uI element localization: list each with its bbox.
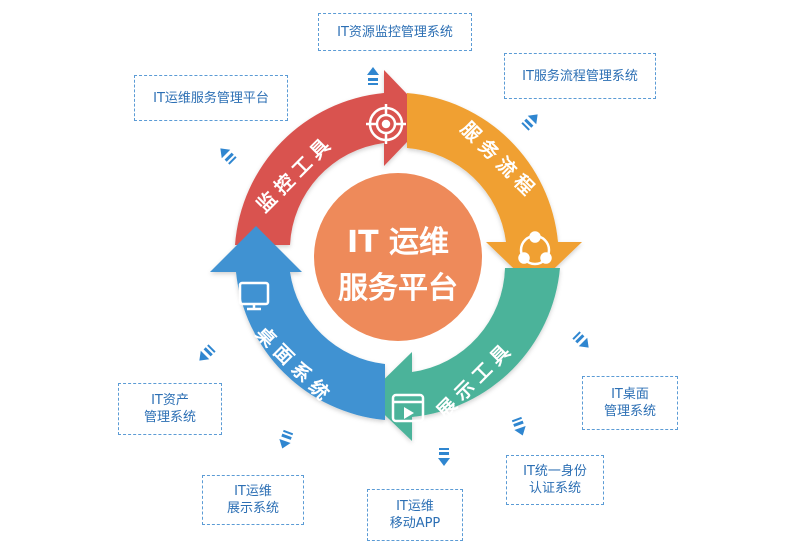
center-title-line2: 服务平台	[338, 271, 458, 306]
pointer-arrow-right	[572, 331, 589, 348]
box-ops-platform: IT运维服务管理平台	[134, 75, 288, 121]
pointer-arrow-left	[199, 344, 216, 361]
share-icon	[518, 231, 552, 266]
pointer-arrows	[199, 67, 589, 466]
pointer-arrow-top-right	[521, 114, 538, 131]
box-desktop-mgmt: IT桌面 管理系统	[582, 376, 678, 430]
pointer-arrow-top	[367, 67, 379, 85]
pointer-arrow-bottom	[438, 448, 450, 466]
segment-monitor	[235, 70, 430, 245]
pointer-arrow-left-top	[220, 148, 237, 165]
pointer-arrow-bottom-left	[279, 429, 294, 449]
pointer-arrow-bottom-right	[511, 416, 526, 436]
box-identity-auth: IT统一身份 认证系统	[506, 455, 604, 505]
segment-desktop	[210, 226, 385, 420]
box-ops-mobile: IT运维 移动APP	[367, 489, 463, 541]
segment-display	[366, 268, 560, 441]
center-title-line1: IT 运维	[347, 225, 449, 260]
video-icon	[391, 393, 425, 423]
monitor-icon	[238, 281, 270, 311]
center-circle	[314, 173, 482, 341]
box-service-process: IT服务流程管理系统	[504, 53, 656, 99]
box-asset-mgmt: IT资产 管理系统	[118, 383, 222, 435]
box-ops-display: IT运维 展示系统	[202, 475, 304, 525]
box-resource-monitor: IT资源监控管理系统	[318, 13, 472, 51]
target-icon	[366, 104, 406, 144]
